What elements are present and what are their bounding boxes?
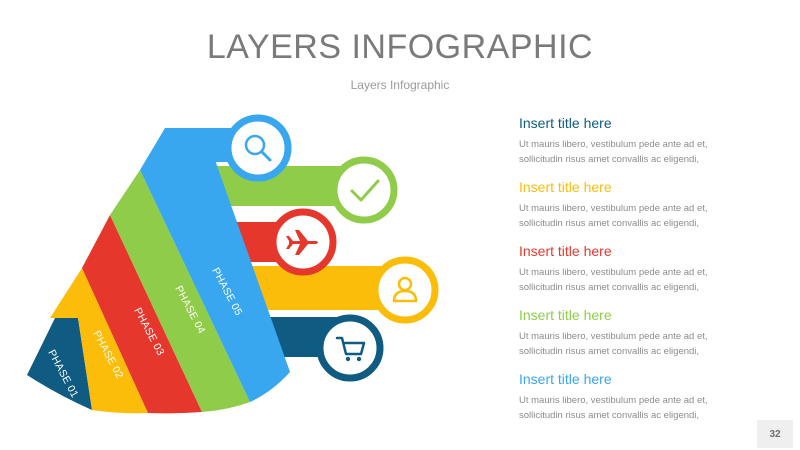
item-line: Ut mauris libero, vestibulum pede ante a…	[519, 331, 708, 342]
item-title: Insert title here	[519, 307, 612, 323]
airplane-icon	[269, 208, 337, 276]
page-subtitle: Layers Infographic	[350, 78, 450, 92]
band-phase-03	[82, 215, 202, 414]
item-body: Ut mauris libero, vestibulum pede ante a…	[519, 329, 779, 359]
item-body: Ut mauris libero, vestibulum pede ante a…	[519, 393, 779, 423]
item-title: Insert title here	[519, 179, 612, 195]
item-title: Insert title here	[519, 243, 612, 259]
search-icon	[224, 114, 292, 182]
item-body: Ut mauris libero, vestibulum pede ante a…	[519, 201, 779, 231]
item-line: sollicitudin risus amet convallis ac eli…	[519, 410, 700, 421]
page-number: 32	[757, 420, 793, 448]
text-item-2: Insert title here Ut mauris libero, vest…	[519, 179, 779, 231]
check-icon	[330, 156, 398, 224]
item-line: sollicitudin risus amet convallis ac eli…	[519, 218, 700, 229]
item-line: sollicitudin risus amet convallis ac eli…	[519, 154, 700, 165]
text-item-5: Insert title here Ut mauris libero, vest…	[519, 371, 779, 423]
item-title: Insert title here	[519, 115, 612, 131]
text-item-3: Insert title here Ut mauris libero, vest…	[519, 243, 779, 295]
item-body: Ut mauris libero, vestibulum pede ante a…	[519, 265, 779, 295]
cart-icon	[316, 314, 384, 382]
band-phase-04	[110, 170, 250, 412]
text-item-1: Insert title here Ut mauris libero, vest…	[519, 115, 779, 167]
item-line: Ut mauris libero, vestibulum pede ante a…	[519, 203, 708, 214]
item-line: sollicitudin risus amet convallis ac eli…	[519, 282, 700, 293]
item-line: Ut mauris libero, vestibulum pede ante a…	[519, 395, 708, 406]
text-item-4: Insert title here Ut mauris libero, vest…	[519, 307, 779, 359]
user-icon	[371, 256, 439, 324]
item-line: sollicitudin risus amet convallis ac eli…	[519, 346, 700, 357]
band-phase-05	[140, 128, 290, 402]
band-phase-02	[50, 268, 148, 414]
band-phase-01	[27, 318, 92, 410]
item-title: Insert title here	[519, 371, 612, 387]
item-body: Ut mauris libero, vestibulum pede ante a…	[519, 137, 779, 167]
item-line: Ut mauris libero, vestibulum pede ante a…	[519, 267, 708, 278]
item-line: Ut mauris libero, vestibulum pede ante a…	[519, 139, 708, 150]
page-title: LAYERS INFOGRAPHIC	[206, 28, 594, 66]
